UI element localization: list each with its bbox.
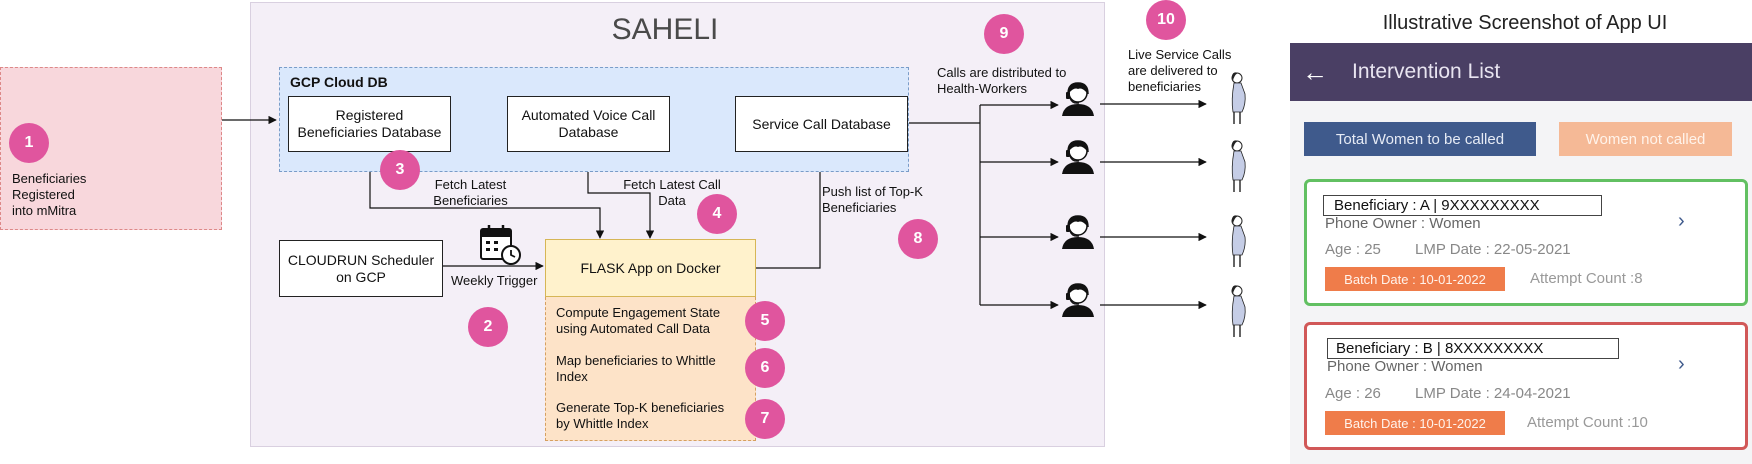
health-worker-icon [1061, 215, 1095, 250]
caption-line: Registered [12, 187, 75, 202]
attempt-count: Attempt Count :8 [1530, 270, 1643, 287]
step-badge-8: 8 [898, 219, 938, 259]
app-screenshot-caption: Illustrative Screenshot of App UI [1382, 12, 1668, 34]
caption-line: into mMitra [12, 203, 77, 218]
beneficiary-woman-icon [1231, 139, 1246, 193]
gcp-db-title: GCP Cloud DB [290, 74, 388, 90]
step-badge-3: 3 [380, 150, 420, 190]
attempt-count: Attempt Count :10 [1527, 414, 1648, 431]
back-arrow-icon[interactable]: ← [1302, 56, 1328, 87]
saheli-title: SAHELI [611, 13, 719, 46]
total-women-button[interactable]: Total Women to be called [1304, 122, 1536, 156]
step-badge-4: 4 [697, 194, 737, 234]
scheduler-calendar-icon [480, 225, 521, 265]
step-badge-7: 7 [745, 399, 785, 439]
beneficiary-name: Beneficiary : B | 8XXXXXXXXX [1327, 338, 1619, 359]
step-badge-9: 9 [984, 14, 1024, 54]
weekly-trigger-label: Weekly Trigger [451, 273, 538, 288]
step-generate-topk: Generate Top-K beneficiaries by Whittle … [556, 400, 725, 431]
service-call-db-box: Service Call Database [735, 96, 908, 152]
age-value: Age : 25 [1325, 241, 1381, 258]
age-value: Age : 26 [1325, 385, 1381, 402]
health-worker-icon [1061, 140, 1095, 175]
app-header: ← Intervention List [1290, 43, 1752, 101]
flask-app-box: FLASK App on Docker [545, 239, 756, 297]
step-badge-1: 1 [9, 123, 49, 163]
step-compute-engagement: Compute Engagement State using Automated… [556, 305, 721, 336]
fetch-call-data-label: Fetch Latest Call Data [623, 177, 721, 208]
step-badge-2: 2 [468, 307, 508, 347]
live-calls-delivered-label: Live Service Calls are delivered to bene… [1128, 47, 1232, 94]
cloudrun-scheduler-box: CLOUDRUN Scheduler on GCP [279, 240, 443, 297]
flask-steps-panel [545, 297, 756, 441]
beneficiaries-caption: Beneficiaries Registered into mMitra [12, 171, 112, 219]
beneficiary-woman-icon [1231, 284, 1246, 338]
chevron-right-icon[interactable]: › [1678, 353, 1685, 375]
beneficiary-woman-icon [1231, 214, 1246, 268]
fetch-beneficiaries-label: Fetch Latest Beneficiaries [433, 177, 508, 208]
step-map-whittle: Map beneficiaries to Whittle Index [556, 353, 716, 384]
lmp-date: LMP Date : 22-05-2021 [1415, 241, 1571, 258]
health-worker-icon [1061, 283, 1095, 318]
step-badge-10: 10 [1146, 0, 1186, 40]
registered-beneficiaries-db-box: Registered Beneficiaries Database [288, 96, 451, 152]
phone-owner: Phone Owner : Women [1325, 215, 1481, 232]
phone-owner: Phone Owner : Women [1327, 358, 1483, 375]
step-badge-6: 6 [745, 348, 785, 388]
caption-line: Beneficiaries [12, 171, 87, 186]
beneficiary-name: Beneficiary : A | 9XXXXXXXXX [1323, 195, 1602, 216]
push-list-label: Push list of Top-K Beneficiaries [822, 184, 923, 215]
calls-distributed-label: Calls are distributed to Health-Workers [937, 65, 1067, 96]
automated-voice-call-db-box: Automated Voice Call Database [507, 96, 670, 152]
lmp-date: LMP Date : 24-04-2021 [1415, 385, 1571, 402]
step-badge-5: 5 [745, 301, 785, 341]
women-not-called-button[interactable]: Women not called [1559, 122, 1732, 156]
batch-date-badge: Batch Date : 10-01-2022 [1325, 267, 1505, 291]
batch-date-badge: Batch Date : 10-01-2022 [1325, 411, 1505, 435]
intervention-list-title: Intervention List [1352, 60, 1501, 83]
chevron-right-icon[interactable]: › [1678, 210, 1685, 232]
